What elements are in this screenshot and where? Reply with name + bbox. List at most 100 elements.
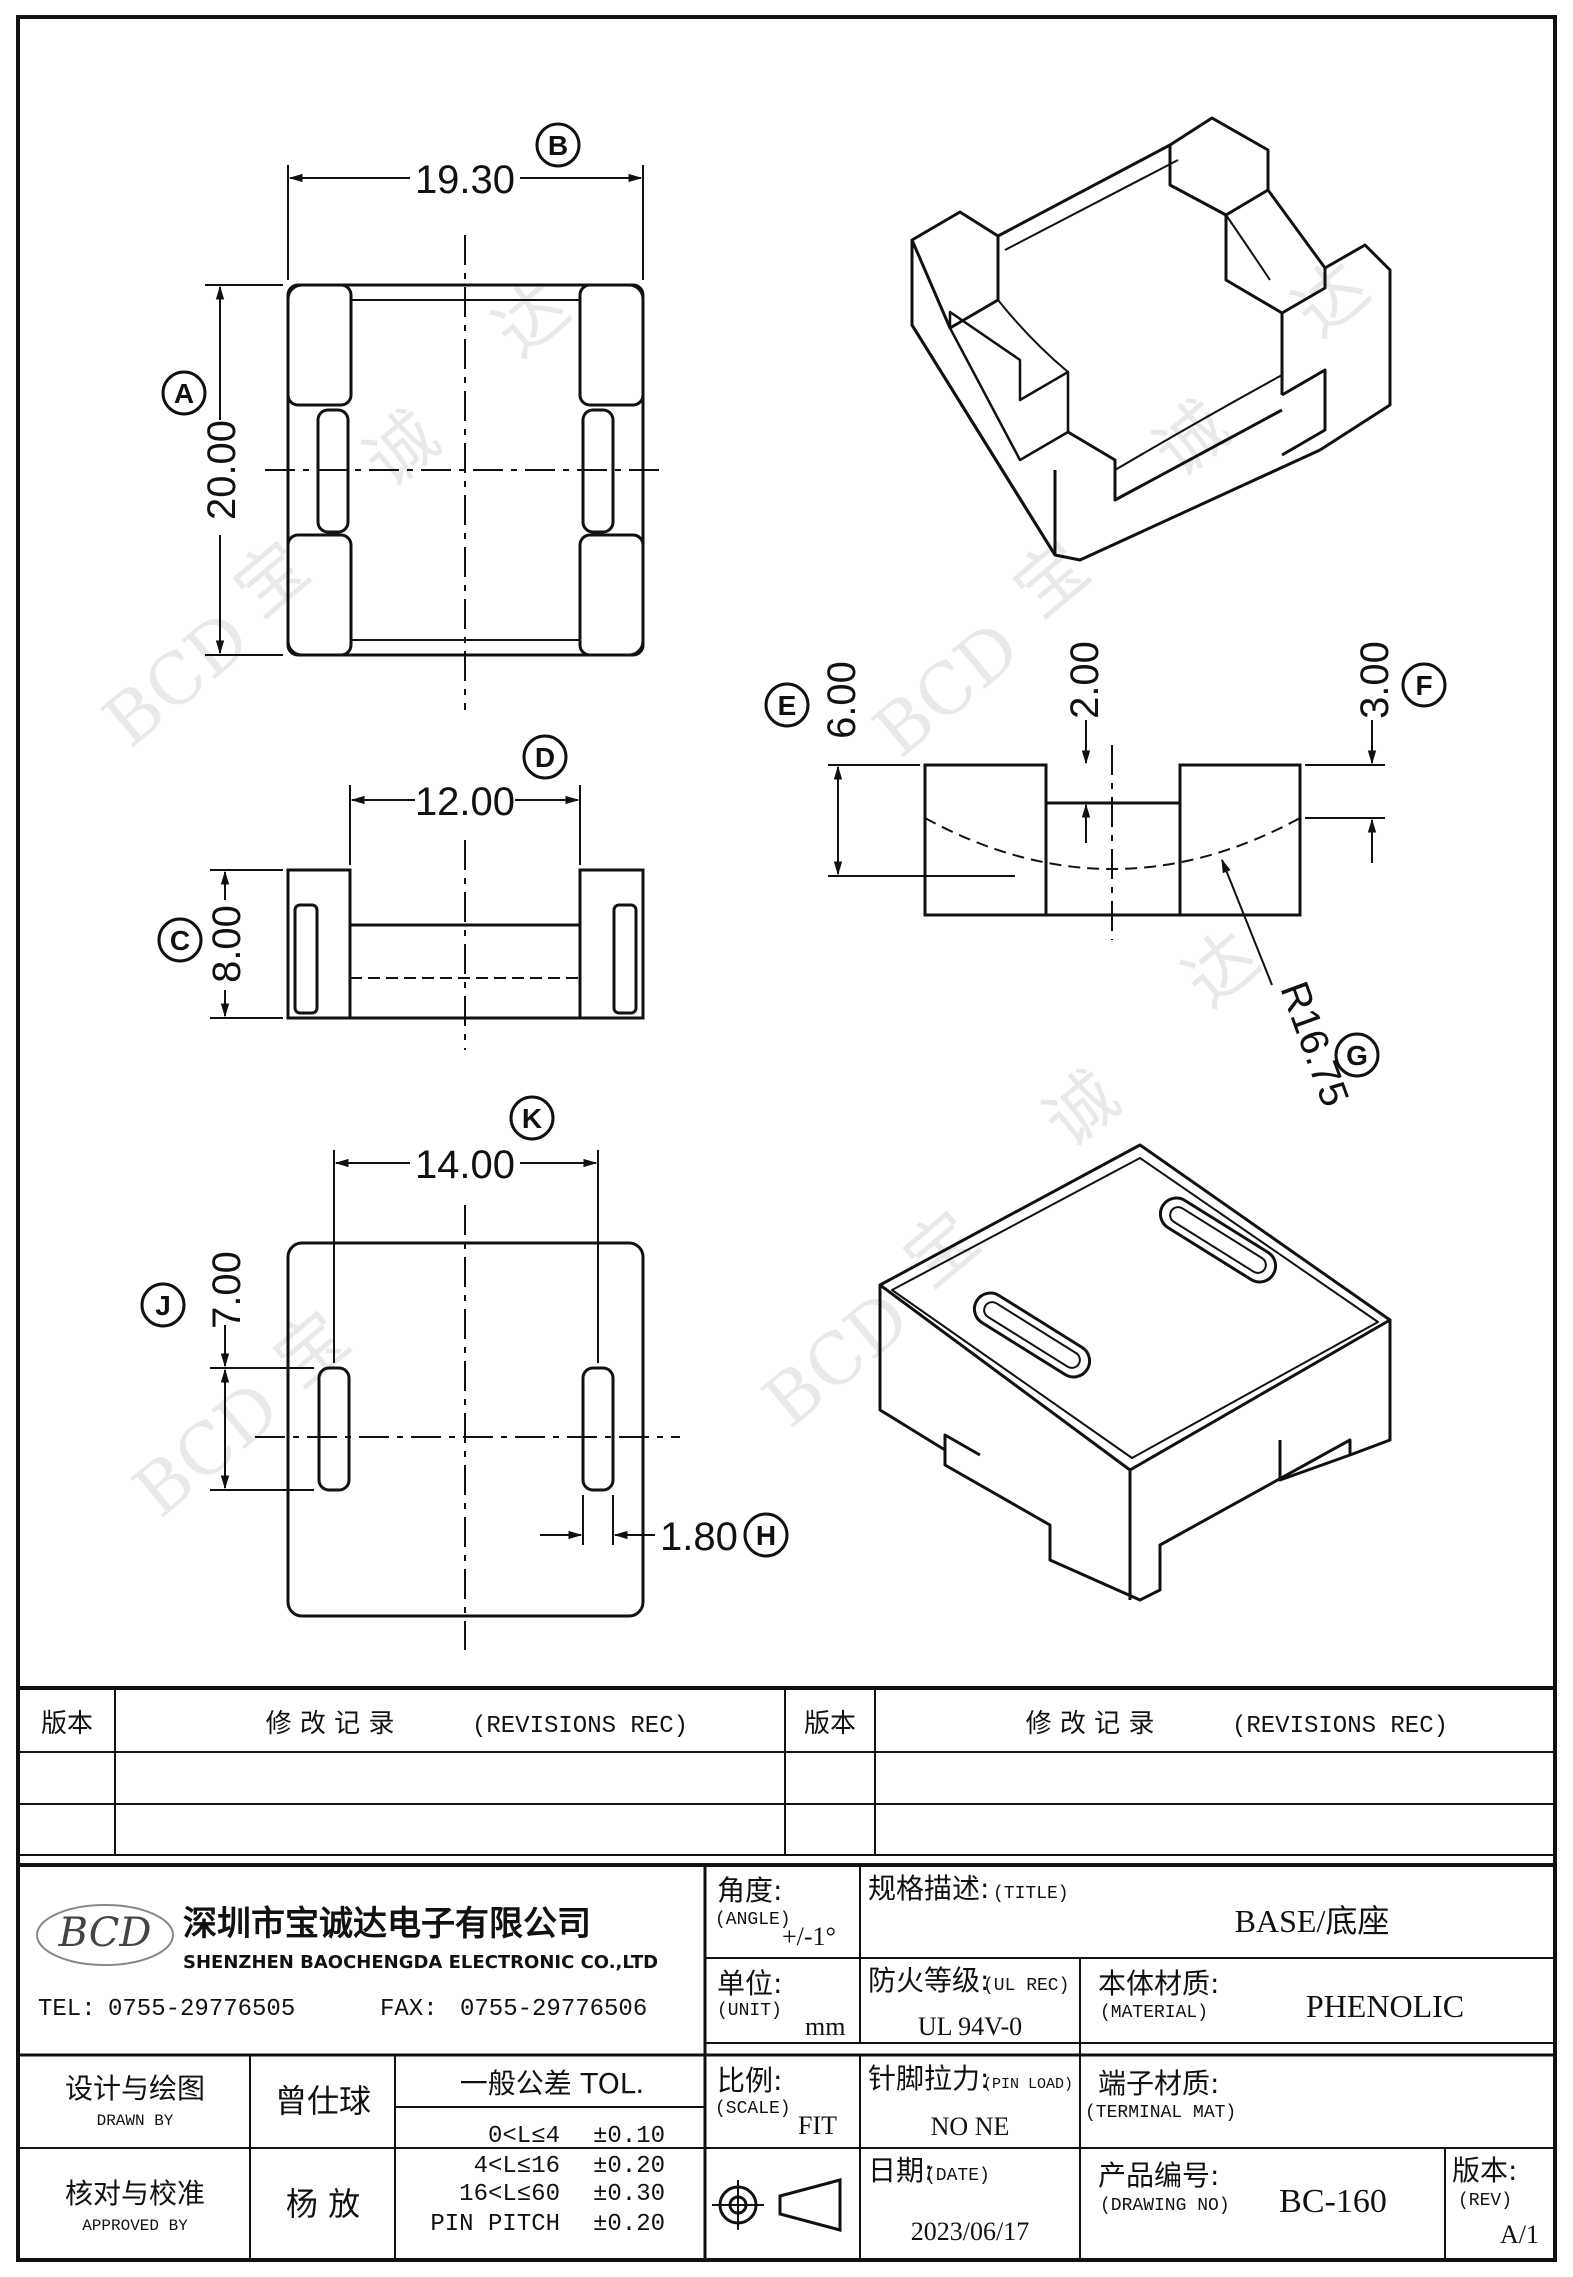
pin-load-value: NO NE (931, 2112, 1010, 2141)
callout-c: C (157, 917, 203, 963)
revision-record-header: 修 改 记 录 (266, 1709, 395, 1739)
dimension-b (287, 165, 644, 280)
callout-d: D (522, 734, 568, 780)
tolerance-range: 16<L≤60 (459, 2181, 560, 2208)
watermark-text: BCD (88, 596, 265, 763)
company-tel: 0755-29776505 (108, 1996, 295, 2023)
isometric-view-top (910, 116, 1392, 562)
watermark-text: BCD (118, 1366, 295, 1533)
dimension-c (210, 869, 283, 1019)
tolerance-range: 4<L≤16 (474, 2153, 560, 2180)
dimension-h-value: 1.80 (660, 1515, 738, 1559)
callout-a-letter: A (174, 378, 194, 409)
revisions-table (18, 1686, 1555, 1867)
watermark-text: 诚 (348, 395, 454, 503)
ul-label-en: (UL REC) (983, 1976, 1069, 1996)
watermark-text: BCD (858, 606, 1035, 773)
date-value: 2023/06/17 (911, 2217, 1029, 2246)
company-name-en: SHENZHEN BAOCHENGDA ELECTRONIC CO.,LTD (183, 1952, 658, 1973)
title-block-grid (18, 1865, 1555, 2260)
dimension-a-value: 20.00 (200, 420, 244, 520)
approved-by-label: 核对与校准 (65, 2177, 205, 2210)
angle-label-en: (ANGLE) (715, 1910, 791, 1930)
pin-load-label: 针脚拉力: (868, 2062, 989, 2095)
callout-f-letter: F (1415, 670, 1432, 701)
revision-record-header-en: (REVISIONS REC) (1232, 1713, 1448, 1740)
top-view (265, 235, 660, 710)
scale-label-en: (SCALE) (715, 2099, 791, 2119)
callout-g-letter: G (1346, 1040, 1368, 1071)
unit-label-en: (UNIT) (717, 2001, 782, 2021)
callout-c-letter: C (170, 925, 190, 956)
approved-by-label-en: APPROVED BY (82, 2217, 188, 2235)
side-view (286, 840, 645, 1050)
rev-label-en: (REV) (1458, 2191, 1512, 2211)
company-logo-text: BCD (58, 1910, 152, 1956)
revision-version-header: 版本 (804, 1709, 856, 1739)
callout-h: H (743, 1512, 789, 1558)
tolerance-value: ±0.20 (593, 2211, 665, 2238)
dimension-k (333, 1150, 599, 1363)
title-value: BASE/底座 (1235, 1903, 1390, 1939)
drawing-no-label-en: (DRAWING NO) (1100, 2196, 1230, 2216)
unit-label: 单位: (717, 1967, 782, 2000)
projection-symbol-icon (712, 2178, 842, 2232)
callout-d-letter: D (535, 742, 555, 773)
drawn-by-label-en: DRAWN BY (97, 2112, 174, 2130)
watermark-text: 宝 (998, 525, 1104, 633)
watermark-text: 达 (1168, 915, 1274, 1023)
dimension-d-value: 12.00 (415, 780, 515, 824)
terminal-mat-label-en: (TERMINAL MAT) (1085, 2103, 1236, 2123)
tolerance-value: ±0.30 (593, 2181, 665, 2208)
revision-version-header: 版本 (41, 1709, 93, 1739)
title-label-en: (TITLE) (993, 1884, 1069, 1904)
dimension-j-value: 7.00 (205, 1251, 249, 1329)
callout-j-letter: J (155, 1290, 171, 1321)
material-value: PHENOLIC (1306, 1988, 1464, 2024)
dimension-e2-value: 2.00 (1063, 641, 1107, 719)
scale-label: 比例: (717, 2064, 782, 2097)
dimension-k-value: 14.00 (415, 1143, 515, 1187)
drawing-no-value: BC-160 (1279, 2183, 1387, 2220)
callout-f: F (1401, 662, 1447, 708)
watermark-text: 宝 (888, 1195, 994, 1303)
revision-record-header: 修 改 记 录 (1026, 1709, 1155, 1739)
callout-g: G (1334, 1032, 1380, 1078)
tolerance-table: 0<L≤4 ±0.10 4<L≤16 ±0.20 16<L≤60 ±0.30 P… (430, 2123, 665, 2238)
dimension-e2 (1050, 720, 1100, 843)
dimension-b-value: 19.30 (415, 158, 515, 202)
tolerance-range: PIN PITCH (430, 2211, 560, 2238)
rev-value: A/1 (1500, 2220, 1539, 2249)
callout-k-letter: K (522, 1103, 542, 1134)
watermark-text: 达 (478, 265, 584, 373)
company-fax-label: FAX: (380, 1996, 438, 2023)
callout-b: B (535, 122, 581, 168)
ul-label: 防火等级: (868, 1964, 989, 1997)
company-fax: 0755-29776506 (460, 1996, 647, 2023)
callout-e-letter: E (778, 690, 797, 721)
callout-e: E (764, 682, 810, 728)
callout-h-letter: H (756, 1520, 776, 1551)
callout-j: J (140, 1282, 186, 1328)
tolerance-header: 一般公差 TOL. (460, 2067, 645, 2100)
dimension-j (210, 1325, 314, 1491)
ul-value: UL 94V-0 (918, 2012, 1022, 2041)
dimension-g-value: R16.75 (1272, 976, 1357, 1112)
tolerance-value: ±0.10 (593, 2123, 665, 2150)
company-tel-label: TEL: (38, 1996, 96, 2023)
dimension-c-value: 8.00 (205, 905, 249, 983)
company-logo: BCD (36, 1904, 174, 1966)
scale-value: FIT (798, 2111, 837, 2140)
drawn-by-label: 设计与绘图 (65, 2072, 205, 2105)
section-view (923, 745, 1302, 940)
angle-value: +/-1° (782, 1922, 836, 1951)
dimension-e-value: 6.00 (820, 661, 864, 739)
drawing-no-label: 产品编号: (1098, 2159, 1219, 2192)
terminal-mat-label: 端子材质: (1098, 2067, 1219, 2100)
company-name-cn: 深圳市宝诚达电子有限公司 (183, 1904, 591, 1944)
dimension-d (349, 785, 581, 865)
callout-k: K (509, 1095, 555, 1141)
rev-label: 版本: (1452, 2154, 1517, 2187)
tolerance-range: 0<L≤4 (488, 2123, 560, 2150)
date-label: 日期: (868, 2154, 933, 2187)
